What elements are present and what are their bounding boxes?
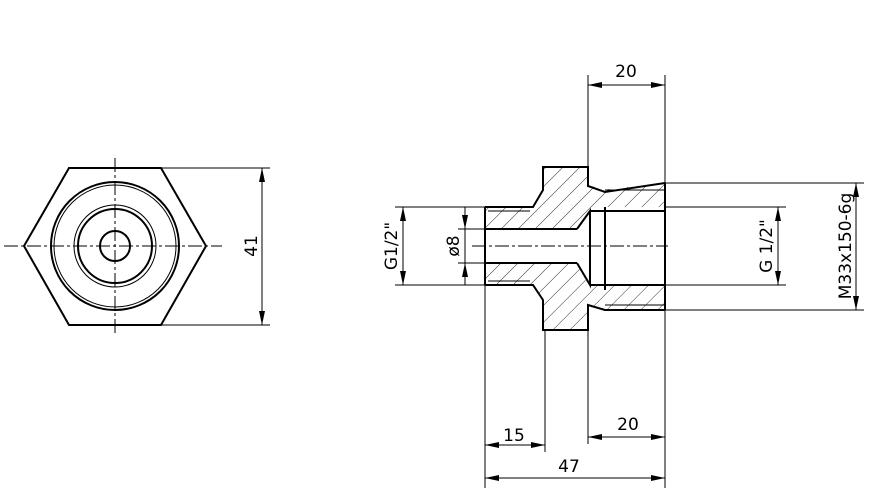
dimension-15: 15 (485, 426, 545, 448)
dimension-label: G1/2" (382, 222, 402, 270)
front-view: 41 (4, 158, 270, 335)
dimension-47: 47 (485, 457, 665, 481)
dimension-label: 20 (617, 415, 639, 435)
dimension-left-thread: G1/2" (382, 207, 406, 285)
dimension-label: 15 (503, 426, 525, 446)
dimension-bore: ø8 (444, 207, 468, 285)
dimension-label: 41 (242, 235, 262, 257)
dimension-bottom-20: 20 (588, 415, 665, 440)
dimension-label: 20 (615, 62, 637, 82)
dimension-41: 41 (161, 167, 270, 326)
section-view: 20 20 15 47 G1/2" (382, 62, 864, 488)
dimension-label: M33x150-6g (836, 193, 856, 300)
dimension-label: 47 (558, 457, 580, 477)
dimension-outer-thread: M33x150-6g (836, 183, 859, 310)
dimension-label: ø8 (444, 235, 464, 256)
dimension-label: G 1/2" (757, 219, 777, 273)
upper-outline (485, 166, 666, 208)
dimension-right-thread: G 1/2" (757, 207, 781, 285)
lower-outline (485, 284, 665, 331)
dimension-top-20: 20 (588, 62, 665, 88)
